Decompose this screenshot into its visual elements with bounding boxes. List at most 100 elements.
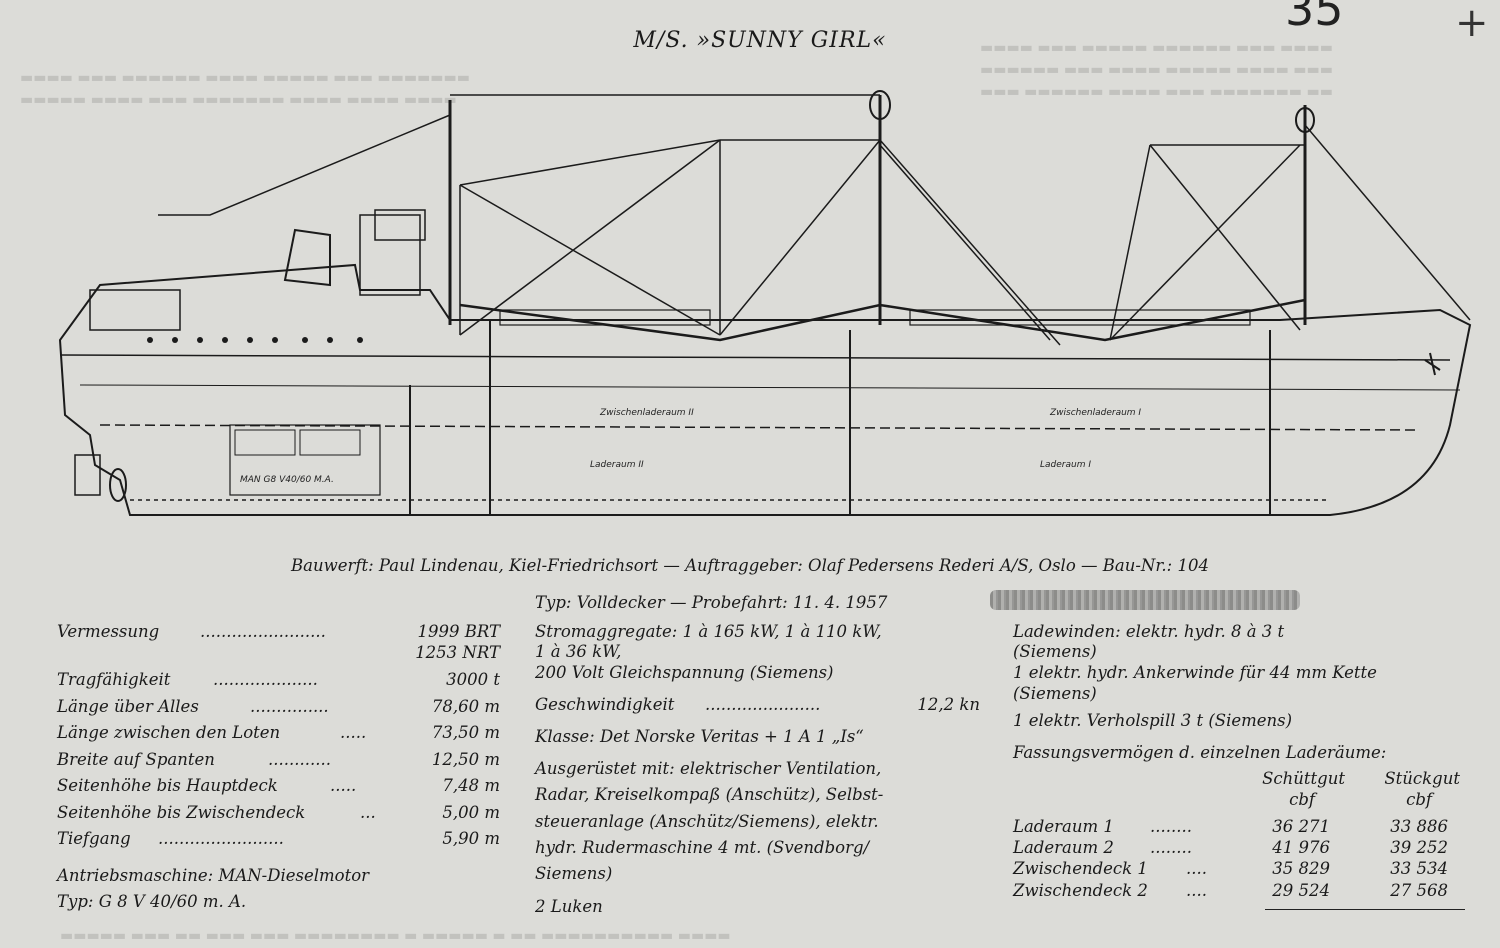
hold-bulk: 35 829	[1272, 859, 1330, 878]
derrick	[879, 144, 1305, 341]
luken-line: 2 Luken	[535, 897, 603, 916]
spec-label: Seitenhöhe bis Zwischendeck	[57, 803, 306, 822]
spec-dots: ...............	[250, 697, 329, 716]
col-unit-bale: cbf	[1406, 790, 1432, 809]
spec-dots: ...	[360, 803, 376, 822]
sum-rule	[1265, 909, 1465, 910]
spec-dots: ........................	[158, 829, 284, 848]
label-engine: MAN G8 V40/60 M.A.	[240, 475, 334, 485]
mast-top	[869, 90, 891, 120]
col-head-bulk: Schüttgut	[1262, 769, 1345, 788]
bridge-house	[359, 214, 421, 296]
windlass-line: 1 elektr. hydr. Ankerwinde für 44 mm Ket…	[1013, 663, 1377, 682]
hold-name: Zwischendeck 1	[1013, 859, 1148, 878]
bleed-through-text: ▬▬▬▬▬▬ ▬▬▬ ▬▬▬▬ ▬▬▬▬▬ ▬▬▬▬ ▬▬▬	[980, 62, 1333, 78]
shipyard-caption: Bauwerft: Paul Lindenau, Kiel-Friedrichs…	[291, 556, 1209, 575]
equipment-line: steueranlage (Anschütz/Siemens), elektr.	[535, 812, 879, 831]
equipment-line: Siemens)	[535, 864, 613, 883]
spec-value: 7,48 m	[442, 776, 500, 795]
main-deck	[59, 354, 1451, 361]
derrick	[1109, 144, 1301, 341]
bleed-through-text: ▬▬▬▬▬ ▬▬▬▬ ▬▬▬ ▬▬▬▬▬▬▬ ▬▬▬▬ ▬▬▬▬ ▬▬▬▬	[20, 92, 457, 108]
bleed-through-text: ▬▬▬▬ ▬▬▬ ▬▬▬▬▬▬ ▬▬▬▬ ▬▬▬▬▬ ▬▬▬ ▬▬▬▬▬▬▬	[20, 70, 470, 86]
typ-line: Typ: Volldecker — Probefahrt: 11. 4. 195…	[535, 593, 888, 612]
ink-smudge	[990, 590, 1300, 610]
strom-line: Stromaggregate: 1 à 165 kW, 1 à 110 kW,	[535, 622, 882, 641]
spec-dots: .....	[340, 723, 367, 742]
funnel	[283, 228, 331, 287]
spec-value: 5,90 m	[442, 829, 500, 848]
hatch	[499, 309, 711, 326]
corner-mark: +	[1455, 0, 1489, 46]
derrick	[459, 139, 721, 336]
spec-dots: ....................	[213, 670, 318, 689]
ship-profile-drawing: MAN G8 V40/60 M.A. Laderaum II Laderaum …	[58, 90, 1472, 516]
derrick	[719, 139, 1061, 346]
spec-dots: ........................	[200, 622, 326, 641]
speed-value: 12,2 kn	[917, 695, 980, 714]
bleed-through-text: ▬▬▬▬▬ ▬▬▬ ▬▬ ▬▬▬ ▬▬▬ ▬▬▬▬▬▬▬▬ ▬ ▬▬▬▬▬ ▬ …	[60, 928, 731, 944]
engine-type-line: Typ: G 8 V 40/60 m. A.	[57, 892, 247, 911]
spec-dots: .....	[330, 776, 357, 795]
spec-value: 1999 BRT	[417, 622, 501, 641]
spec-label: Tragfähigkeit	[57, 670, 171, 689]
aft-deckhouse	[89, 289, 181, 331]
label-laderaum-1: Laderaum I	[1040, 460, 1091, 470]
spec-dots: ............	[268, 750, 331, 769]
hold-bale: 27 568	[1390, 881, 1448, 900]
wheelhouse	[374, 209, 426, 241]
engine-line: Antriebsmaschine: MAN-Dieselmotor	[57, 866, 370, 885]
col-unit-bulk: cbf	[1289, 790, 1315, 809]
hold-name: Laderaum 2	[1013, 838, 1114, 857]
spec-value: 3000 t	[446, 670, 500, 689]
derrick	[459, 139, 721, 335]
hold-dots: ....	[1186, 881, 1207, 900]
hold-dots: ........	[1150, 838, 1192, 857]
winch-line: (Siemens)	[1013, 642, 1097, 661]
hold-bale: 39 252	[1390, 838, 1448, 857]
hold-bulk: 41 976	[1272, 838, 1330, 857]
page-number: 35	[1285, 0, 1344, 36]
col-head-bale: Stückgut	[1384, 769, 1460, 788]
rudder	[74, 454, 101, 496]
spec-value: 1253 NRT	[415, 643, 500, 662]
equipment-line: Radar, Kreiselkompaß (Anschütz), Selbst-	[535, 785, 884, 804]
strom-line: 1 à 36 kW,	[535, 642, 622, 661]
hold-bulk: 29 524	[1272, 881, 1330, 900]
mast-top	[1295, 107, 1315, 133]
klasse-line: Klasse: Det Norske Veritas + 1 A 1 „Is“	[535, 727, 864, 746]
tank	[234, 429, 296, 456]
anchor	[1424, 352, 1441, 376]
spec-value: 12,50 m	[431, 750, 500, 769]
equipment-line: Ausgerüstet mit: elektrischer Ventilatio…	[535, 759, 882, 778]
spec-value: 78,60 m	[431, 697, 500, 716]
stay	[158, 114, 451, 216]
hold-bale: 33 534	[1390, 859, 1448, 878]
spec-label: Länge zwischen den Loten	[57, 723, 281, 742]
spec-label: Seitenhöhe bis Hauptdeck	[57, 776, 278, 795]
equipment-line: hydr. Rudermaschine 4 mt. (Svendborg/	[535, 838, 870, 857]
label-zwischendeck-2: Zwischenladeraum II	[599, 408, 694, 418]
hold-dots: ........	[1150, 817, 1192, 836]
capstan-line: 1 elektr. Verholspill 3 t (Siemens)	[1013, 711, 1293, 730]
speed-label: Geschwindigkeit	[535, 695, 675, 714]
bleed-through-text: ▬▬▬▬ ▬▬▬ ▬▬▬▬▬ ▬▬▬▬▬▬ ▬▬▬ ▬▬▬▬	[980, 40, 1333, 56]
spec-label: Breite auf Spanten	[57, 750, 215, 769]
capacity-heading: Fassungsvermögen d. einzelnen Laderäume:	[1013, 743, 1387, 762]
bleed-through-text: ▬▬▬ ▬▬▬▬▬▬ ▬▬▬▬ ▬▬▬ ▬▬▬▬▬▬▬ ▬▬	[980, 84, 1333, 100]
spec-value: 73,50 m	[431, 723, 500, 742]
engine-room	[229, 424, 381, 496]
stay	[1304, 124, 1471, 321]
hull-outline	[58, 263, 1472, 516]
winch-line: Ladewinden: elektr. hydr. 8 à 3 t	[1013, 622, 1285, 641]
propeller	[109, 468, 127, 502]
tween-deck	[99, 424, 1421, 431]
portholes	[147, 337, 363, 343]
page-title: M/S. »SUNNY GIRL«	[633, 28, 887, 53]
hold-bulk: 36 271	[1272, 817, 1330, 836]
hatch	[909, 309, 1251, 326]
hold-name: Zwischendeck 2	[1013, 881, 1148, 900]
spec-label: Tiefgang	[57, 829, 131, 848]
spec-value: 5,00 m	[442, 803, 500, 822]
